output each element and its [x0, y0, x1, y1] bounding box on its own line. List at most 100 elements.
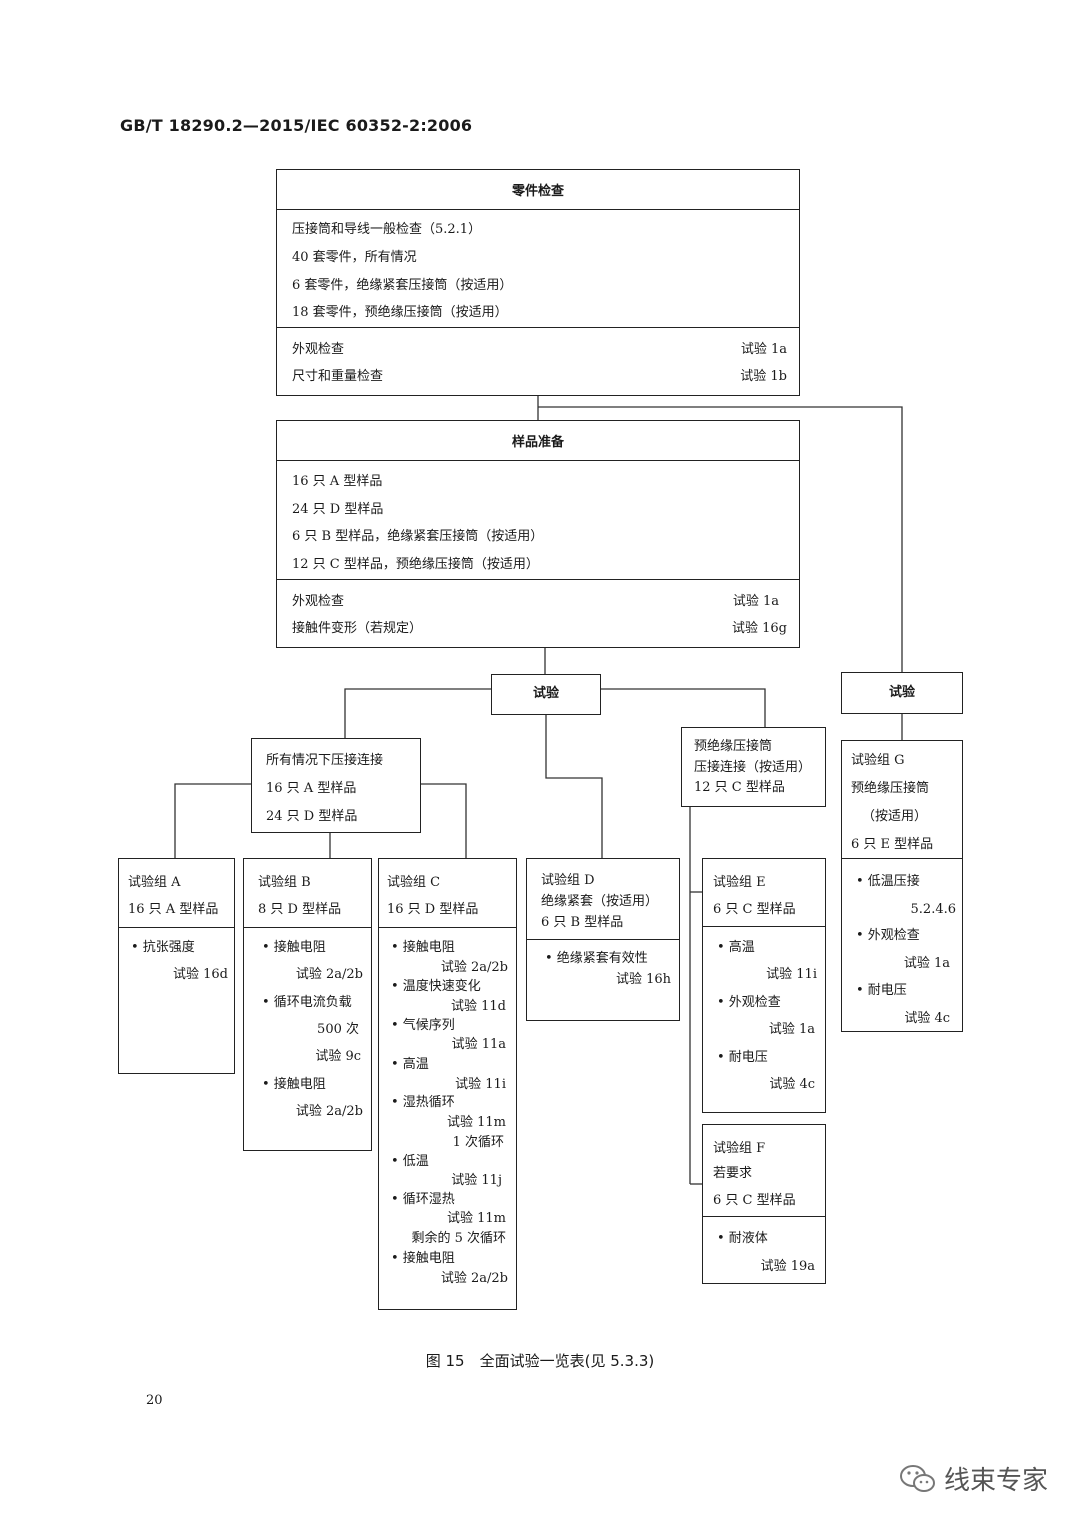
group-item: • 抗张强度 — [131, 940, 195, 955]
group-item-ref: 试验 2a/2b — [440, 960, 508, 975]
prep-line: 24 只 D 型样品 — [292, 502, 384, 517]
parts-line: 40 套零件，所有情况 — [292, 250, 417, 265]
sample-prep-title: 样品准备 — [511, 435, 564, 450]
group-item: • 湿热循环 — [391, 1095, 455, 1110]
test-label: 外观检查 — [292, 342, 345, 357]
group-item: • 外观检查 — [856, 928, 920, 943]
group-head: 8 只 D 型样品 — [258, 902, 342, 917]
group-head: 试验组 B — [258, 875, 311, 890]
wechat-icon — [900, 1464, 935, 1492]
group-head: 试验组 F — [713, 1141, 766, 1156]
group-head: 若要求 — [713, 1166, 753, 1181]
parts-line: 18 套零件，预绝缘压接筒（按适用） — [292, 305, 508, 320]
group-item-ref: 试验 1a — [768, 1022, 815, 1037]
test-group-b: 试验组 B 8 只 D 型样品 • 接触电阻 试验 2a/2b • 循环电流负载… — [243, 858, 372, 1151]
watermark-text: 线束专家 — [944, 1466, 1049, 1496]
group-item-ref: 试验 2a/2b — [440, 1271, 508, 1286]
group-item-ref: 1 次循环 — [452, 1135, 504, 1150]
group-item: • 高温 — [717, 940, 755, 955]
group-head: 试验组 E — [713, 875, 766, 890]
group-item: • 循环湿热 — [391, 1192, 455, 1207]
group-item: • 气候序列 — [391, 1018, 455, 1033]
pre-ins-line: 12 只 C 型样品 — [694, 780, 785, 795]
test-group-e: 试验组 E 6 只 C 型样品 • 高温 试验 11i • 外观检查 试验 1a… — [702, 858, 826, 1113]
group-item-ref: 500 次 — [317, 1022, 359, 1037]
group-item: • 低温 — [391, 1154, 429, 1169]
group-item-ref: 试验 11d — [451, 999, 506, 1014]
group-item: • 绝缘紧套有效性 — [545, 951, 648, 966]
group-item: • 接触电阻 — [391, 940, 455, 955]
group-item: • 耐电压 — [856, 983, 907, 998]
group-head: 试验组 A — [128, 875, 181, 890]
group-item: • 循环电流负载 — [262, 995, 352, 1010]
test-label: 外观检查 — [292, 594, 345, 609]
group-item-ref: 试验 16h — [615, 972, 671, 987]
group-item-ref: 试验 16d — [173, 967, 228, 982]
group-item-ref: 试验 9c — [315, 1049, 361, 1064]
crimp-all-line: 16 只 A 型样品 — [266, 781, 357, 796]
group-item-ref: 试验 2a/2b — [295, 967, 363, 982]
group-head: 试验组 G — [851, 753, 905, 768]
group-item-ref: 试验 1a — [903, 956, 950, 971]
crimp-all-line: 24 只 D 型样品 — [266, 809, 358, 824]
test-label: 接触件变形（若规定） — [292, 621, 423, 636]
group-item: • 外观检查 — [717, 995, 781, 1010]
standard-header: GB/T 18290.2—2015/IEC 60352-2:2006 — [120, 116, 473, 135]
test-node-center: 试验 — [491, 674, 601, 715]
group-head: 16 只 A 型样品 — [128, 902, 219, 917]
group-item: • 接触电阻 — [391, 1251, 455, 1266]
parts-line: 6 套零件，绝缘紧套压接筒（按适用） — [292, 278, 513, 293]
group-item: • 耐电压 — [717, 1050, 768, 1065]
test-group-f: 试验组 F 若要求 6 只 C 型样品 • 耐液体 试验 19a — [702, 1124, 826, 1284]
group-item-ref: 5.2.4.6 — [910, 902, 956, 917]
group-item: • 耐液体 — [717, 1231, 768, 1246]
group-head: 6 只 E 型样品 — [851, 837, 934, 852]
test-node-right: 试验 — [841, 672, 963, 714]
group-item-ref: 试验 11m — [446, 1211, 506, 1226]
group-item-ref: 试验 19a — [760, 1259, 815, 1274]
test-group-c: 试验组 C 16 只 D 型样品 • 接触电阻 试验 2a/2b • 温度快速变… — [378, 858, 517, 1310]
group-head: 6 只 C 型样品 — [713, 1193, 796, 1208]
test-label: 尺寸和重量检查 — [292, 369, 384, 384]
group-item: • 高温 — [391, 1057, 429, 1072]
group-item-ref: 试验 11i — [766, 967, 817, 982]
test-ref: 试验 1b — [740, 369, 787, 384]
figure-caption: 图 15 全面试验一览表(见 5.3.3) — [425, 1352, 655, 1370]
group-head: 试验组 D — [541, 873, 595, 888]
group-head: 试验组 C — [387, 875, 441, 890]
test-group-g: 试验组 G 预绝缘压接筒 （按适用） 6 只 E 型样品 • 低温压接 5.2.… — [841, 740, 963, 1032]
group-item-ref: 试验 2a/2b — [295, 1104, 363, 1119]
page-number: 20 — [146, 1393, 163, 1408]
pre-ins-line: 预绝缘压接筒 — [694, 739, 773, 754]
prep-line: 16 只 A 型样品 — [292, 474, 383, 489]
group-item-ref: 试验 4c — [904, 1011, 950, 1026]
test-group-a: 试验组 A 16 只 A 型样品 • 抗张强度 试验 16d — [118, 858, 235, 1074]
group-head: （按适用） — [862, 809, 928, 824]
group-item-ref: 试验 4c — [769, 1077, 815, 1092]
group-item: • 接触电阻 — [262, 1077, 326, 1092]
prep-line: 6 只 B 型样品，绝缘紧套压接筒（按适用） — [292, 529, 544, 544]
test-node-label: 试验 — [888, 685, 915, 700]
test-ref: 试验 1a — [740, 342, 787, 357]
parts-inspection-box: 零件检查 压接筒和导线一般检查（5.2.1） 40 套零件，所有情况 6 套零件… — [276, 169, 800, 396]
group-item: • 接触电阻 — [262, 940, 326, 955]
group-item-ref: 试验 11a — [451, 1037, 506, 1052]
parts-inspection-title: 零件检查 — [511, 184, 564, 199]
group-item-ref: 试验 11i — [455, 1077, 506, 1092]
watermark: 线束专家 — [898, 1460, 1048, 1497]
group-head: 6 只 C 型样品 — [713, 902, 796, 917]
group-item-ref: 试验 11m — [446, 1115, 506, 1130]
group-head: 16 只 D 型样品 — [387, 902, 479, 917]
pre-ins-line: 压接连接（按适用） — [694, 760, 812, 775]
group-item-ref: 试验 11j — [451, 1173, 502, 1188]
group-item-ref: 剩余的 5 次循环 — [411, 1231, 506, 1246]
crimp-all-line: 所有情况下压接连接 — [266, 753, 384, 768]
sample-prep-box: 样品准备 16 只 A 型样品 24 只 D 型样品 6 只 B 型样品，绝缘紧… — [276, 420, 800, 648]
test-node-label: 试验 — [532, 686, 559, 701]
test-ref: 试验 1a — [732, 594, 779, 609]
group-head: 绝缘紧套（按适用） — [541, 894, 659, 909]
test-group-d: 试验组 D 绝缘紧套（按适用） 6 只 B 型样品 • 绝缘紧套有效性 试验 1… — [526, 858, 680, 1021]
test-ref: 试验 16g — [732, 621, 787, 636]
crimp-all-box: 所有情况下压接连接 16 只 A 型样品 24 只 D 型样品 — [251, 738, 421, 833]
